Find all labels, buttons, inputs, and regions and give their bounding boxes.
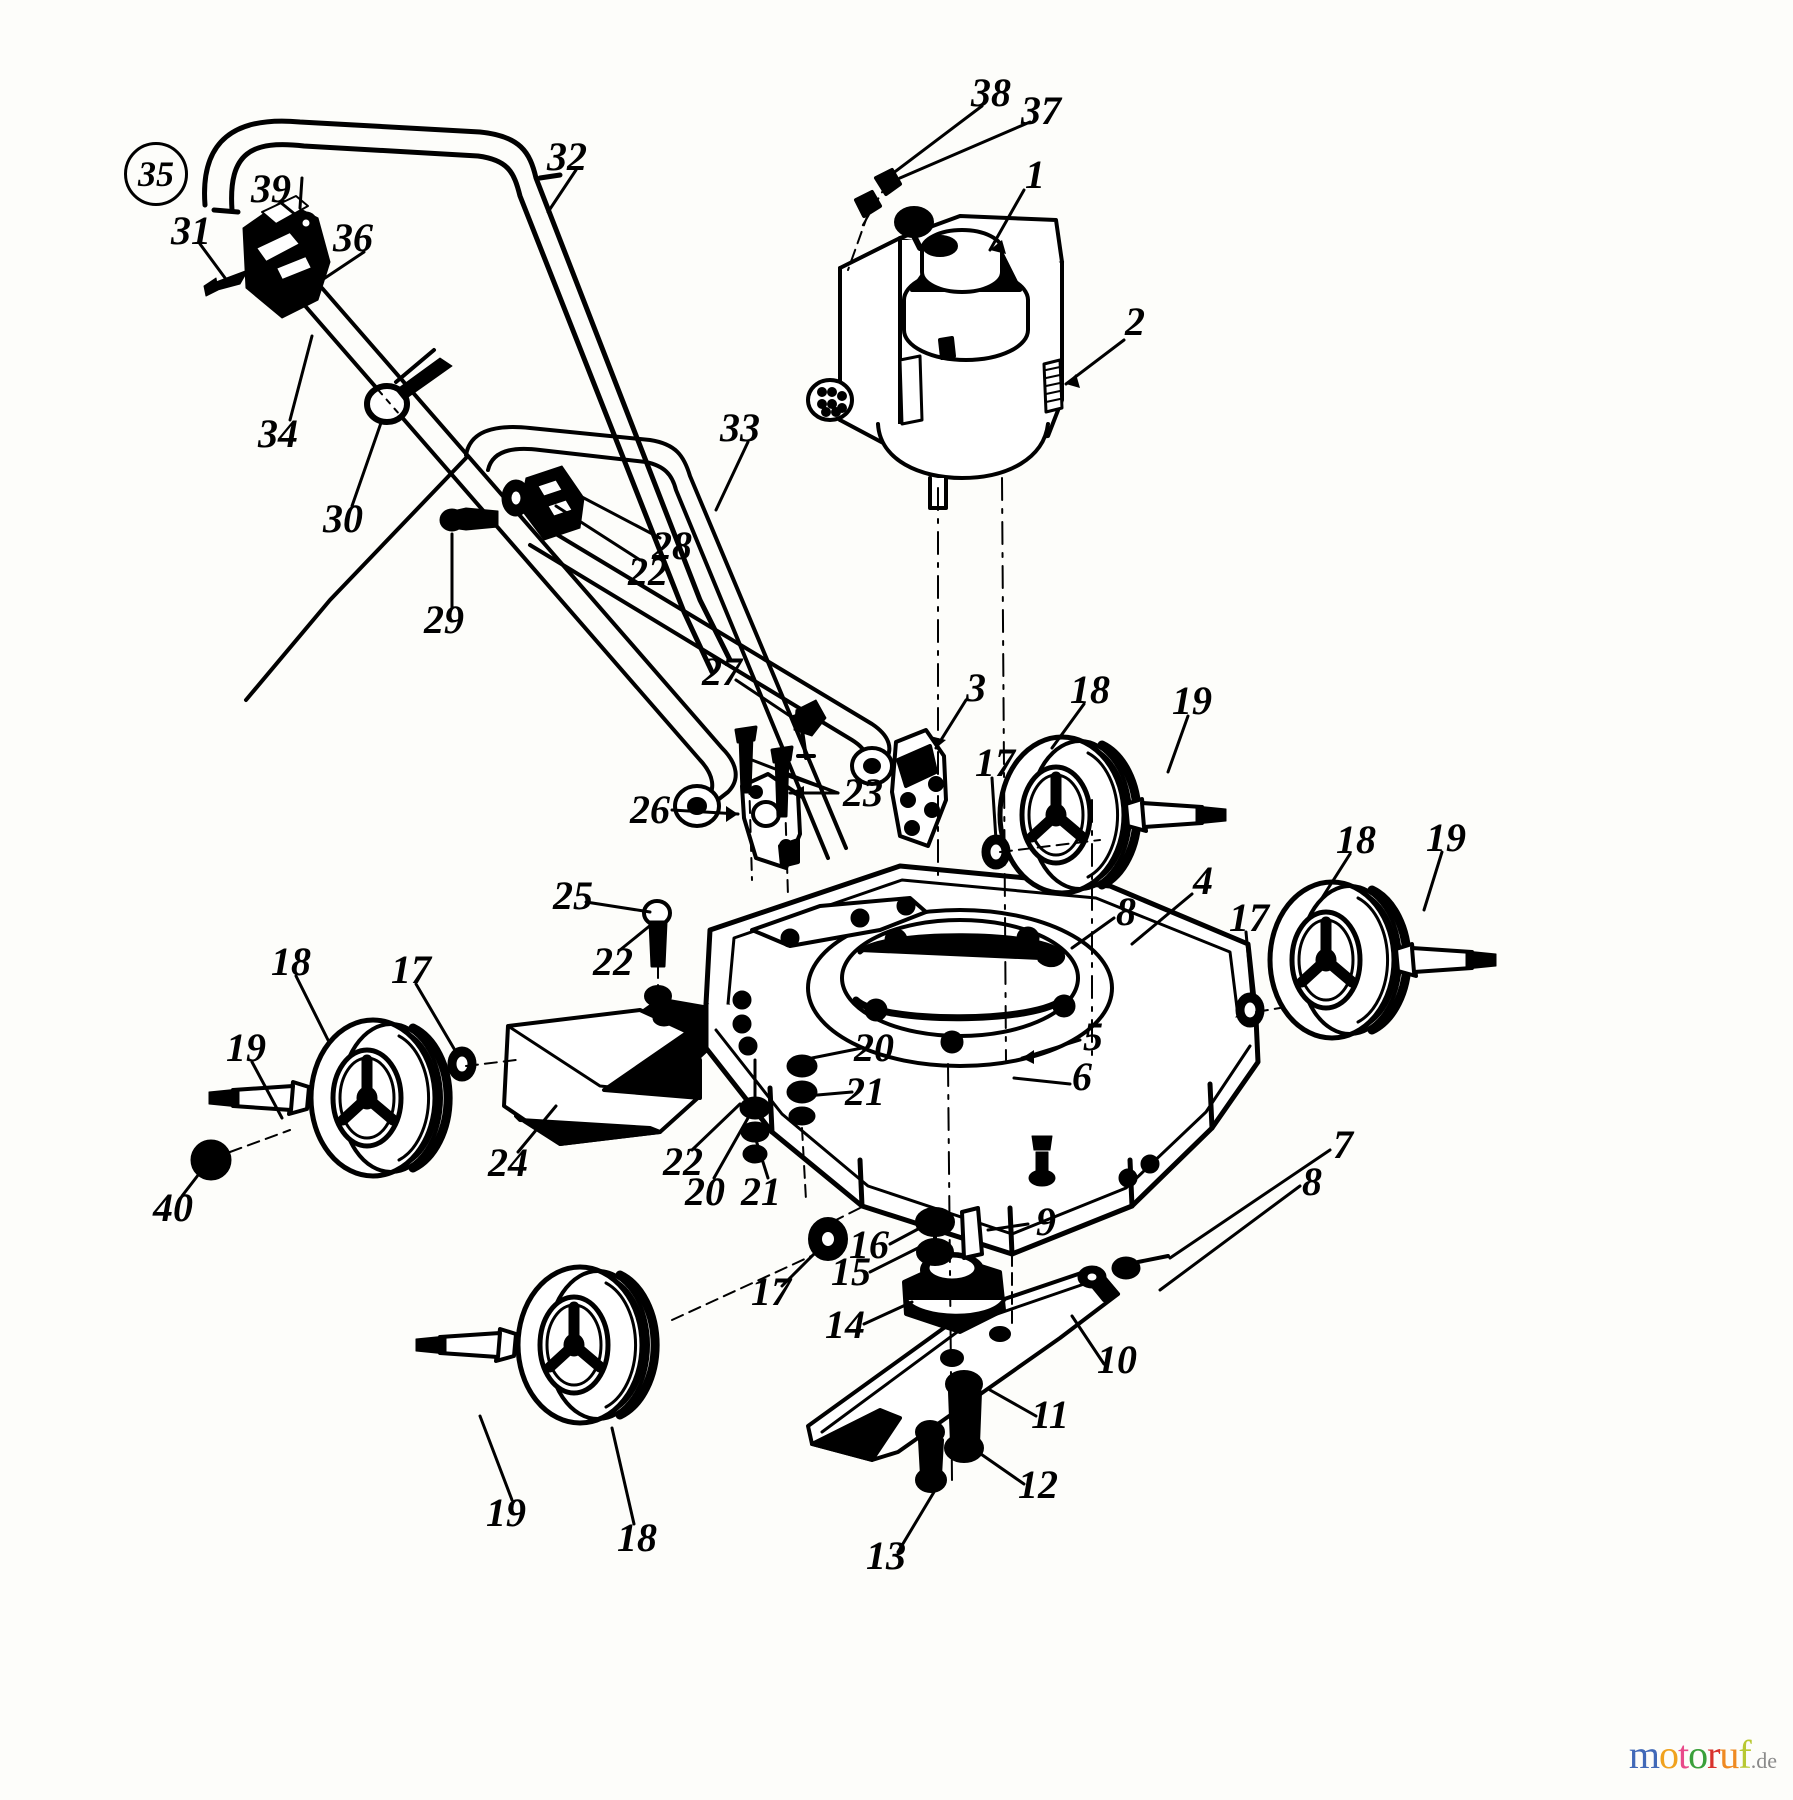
callout-37: 37 [1021,88,1061,133]
wm-char-r: r [1707,1732,1720,1777]
callout-7: 7 [1333,1122,1353,1167]
callout-9: 9 [1036,1199,1056,1244]
callout-13: 13 [866,1533,906,1578]
wm-char-u: u [1719,1732,1739,1777]
callout-39: 39 [251,166,291,211]
wm-char-m: m [1628,1732,1660,1777]
callout-33: 33 [720,405,760,450]
callout-23: 23 [843,770,883,815]
motoruf-watermark: motoruf.de [1629,1731,1777,1778]
callout-19d: 19 [486,1490,526,1535]
callout-21: 21 [845,1069,885,1114]
callout-22c: 22 [663,1139,703,1184]
callout-19b: 19 [1426,815,1466,860]
callout-25: 25 [553,873,593,918]
callout-19: 19 [1172,678,1212,723]
callout-17b: 17 [1229,895,1269,940]
callout-20: 20 [854,1025,894,1070]
callout-17c: 17 [391,947,431,992]
callout-24: 24 [488,1140,528,1185]
callout-10: 10 [1097,1337,1137,1382]
callout-36: 36 [333,215,373,260]
wm-char-t: t [1677,1732,1689,1777]
callout-4: 4 [1193,858,1213,903]
callout-19c: 19 [226,1025,266,1070]
callout-20b: 20 [685,1169,725,1214]
callout-31: 31 [171,208,211,253]
callout-18: 18 [1070,667,1110,712]
wm-char-o2: o [1688,1732,1708,1777]
callout-8: 8 [1116,889,1136,934]
callout-18c: 18 [271,939,311,984]
callout-8b: 8 [1302,1159,1322,1204]
callout-6: 6 [1072,1054,1092,1099]
callout-16: 16 [849,1222,889,1267]
callout-3: 3 [966,665,986,710]
callout-11: 11 [1031,1392,1069,1437]
callout-14: 14 [825,1302,865,1347]
callout-5: 5 [1083,1014,1103,1059]
callout-34: 34 [258,411,298,456]
callout-17: 17 [975,740,1015,785]
callout-30: 30 [323,496,363,541]
callout-2: 2 [1125,299,1145,344]
callout-27: 27 [702,649,742,694]
callout-22b: 22 [593,939,633,984]
wm-suffix: .de [1750,1748,1777,1773]
callout-28: 28 [652,523,692,568]
callout-22: 22 [628,549,668,594]
callout-21b: 21 [741,1169,781,1214]
callout-18b: 18 [1336,817,1376,862]
callout-40: 40 [153,1185,193,1230]
callout-29: 29 [424,597,464,642]
callout-26: 26 [630,787,670,832]
callout-17d: 17 [751,1269,791,1314]
wm-char-o1: o [1658,1732,1679,1777]
callout-18d: 18 [617,1515,657,1560]
callout-32: 32 [547,134,587,179]
callout-38: 38 [971,70,1011,115]
callout-12: 12 [1018,1462,1058,1507]
callout-1: 1 [1025,152,1045,197]
callout-15: 15 [831,1249,871,1294]
wm-char-f: f [1738,1732,1751,1777]
callout-35: 35 [124,142,188,206]
